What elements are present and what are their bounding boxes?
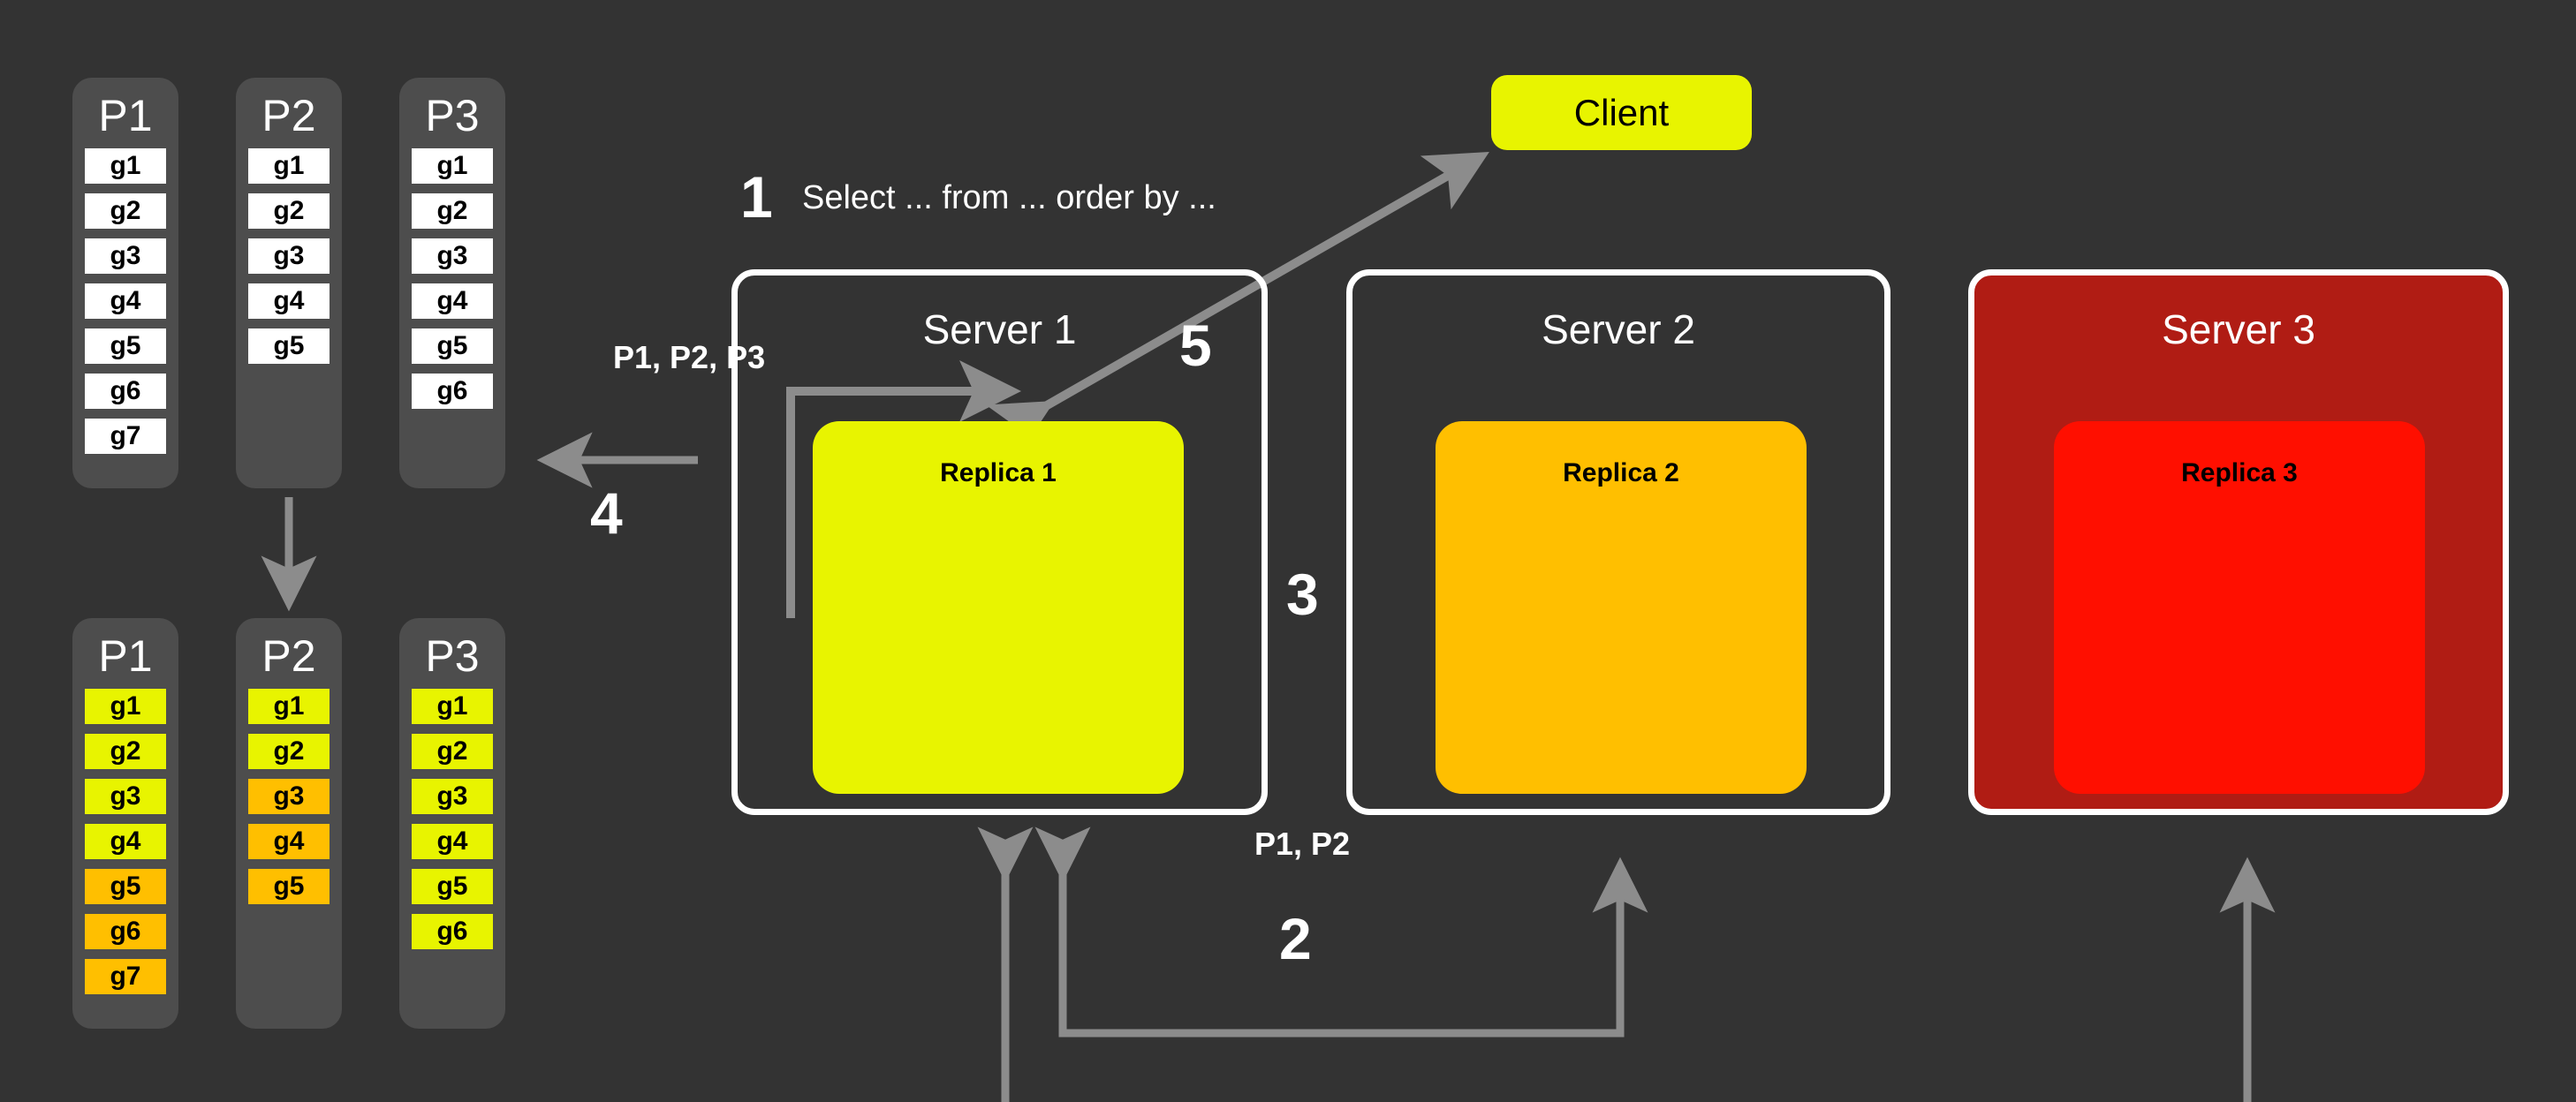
group-cell: g4 (248, 824, 330, 859)
partition-column-top-p1: P1 g1 g2 g3 g4 g5 g6 g7 (72, 78, 178, 488)
step-3-value: 3 (1286, 562, 1319, 627)
group-cell: g1 (248, 689, 330, 724)
step-number-1: 1 (740, 168, 773, 226)
group-cell: g4 (248, 283, 330, 319)
group-cell: g3 (412, 779, 493, 814)
replica-label: Replica 1 (940, 458, 1057, 487)
label-partitions-returned: P1, P2, P3 (613, 339, 766, 375)
partition-title: P2 (261, 631, 316, 681)
step-number-4: 4 (590, 484, 623, 542)
group-cell: g3 (248, 238, 330, 274)
group-cell: g7 (85, 959, 166, 994)
partition-column-top-p3: P3 g1 g2 g3 g4 g5 g6 (399, 78, 505, 488)
partition-title: P3 (425, 91, 480, 140)
group-cell: g1 (85, 148, 166, 184)
replica-label: Replica 3 (2181, 458, 2298, 487)
step-number-2: 2 (1279, 910, 1312, 968)
partition-title: P3 (425, 631, 480, 681)
group-cell: g3 (85, 238, 166, 274)
step-5-value: 5 (1179, 313, 1212, 378)
group-cell: g6 (412, 914, 493, 949)
group-cell: g5 (85, 869, 166, 904)
group-cell: g6 (412, 374, 493, 409)
group-cell: g2 (248, 193, 330, 229)
group-cell: g2 (85, 193, 166, 229)
step-number-3: 3 (1286, 565, 1319, 623)
group-cell: g2 (412, 193, 493, 229)
group-cell: g7 (85, 419, 166, 454)
partition-title: P1 (98, 91, 153, 140)
step-2-value: 2 (1279, 906, 1312, 971)
group-cell: g6 (85, 374, 166, 409)
server-box-3[interactable]: Server 3 Replica 3 (1968, 269, 2509, 815)
group-cell: g1 (85, 689, 166, 724)
group-cell: g3 (85, 779, 166, 814)
replica-box-2[interactable]: Replica 2 (1436, 421, 1807, 794)
server-title: Server 1 (922, 306, 1077, 352)
partition-column-bottom-p1: P1 g1 g2 g3 g4 g5 g6 g7 (72, 618, 178, 1029)
group-cell: g2 (85, 734, 166, 769)
partition-column-bottom-p2: P2 g1 g2 g3 g4 g5 (236, 618, 342, 1029)
replica-label: Replica 2 (1563, 458, 1679, 487)
step-4-value: 4 (590, 480, 623, 546)
group-cell: g2 (248, 734, 330, 769)
group-cell: g5 (412, 328, 493, 364)
group-cell: g1 (412, 148, 493, 184)
arrow-step2-server1-server3 (977, 826, 2276, 1102)
server-box-2[interactable]: Server 2 Replica 2 (1346, 269, 1890, 815)
group-cell: g4 (412, 824, 493, 859)
label-partitions-fetched: P1, P2 (1254, 826, 1351, 862)
client-box[interactable]: Client (1491, 75, 1752, 150)
group-cell: g3 (412, 238, 493, 274)
group-cell: g4 (412, 283, 493, 319)
server-title: Server 2 (1542, 306, 1695, 352)
server-title: Server 3 (2162, 306, 2315, 352)
group-cell: g2 (412, 734, 493, 769)
partition-title: P2 (261, 91, 316, 140)
partition-column-bottom-p3: P3 g1 g2 g3 g4 g5 g6 (399, 618, 505, 1029)
replica-box-1[interactable]: Replica 1 (813, 421, 1184, 794)
group-cell: g4 (85, 283, 166, 319)
group-cell: g1 (248, 148, 330, 184)
group-cell: g5 (248, 869, 330, 904)
replica-box-3[interactable]: Replica 3 (2054, 421, 2425, 794)
partition-title: P1 (98, 631, 153, 681)
partition-column-top-p2: P2 g1 g2 g3 g4 g5 (236, 78, 342, 488)
group-cell: g3 (248, 779, 330, 814)
group-cell: g5 (85, 328, 166, 364)
group-cell: g4 (85, 824, 166, 859)
group-cell: g5 (248, 328, 330, 364)
arrow-step2-server1-server2 (1034, 826, 1648, 1038)
server-box-1[interactable]: Server 1 Replica 1 (731, 269, 1268, 815)
step-number-5: 5 (1179, 316, 1212, 374)
step-1-value: 1 (740, 164, 773, 230)
group-cell: g1 (412, 689, 493, 724)
step-1-query-text: Select ... from ... order by ... (802, 179, 1216, 216)
group-cell: g5 (412, 869, 493, 904)
client-label: Client (1573, 91, 1670, 133)
group-cell: g6 (85, 914, 166, 949)
